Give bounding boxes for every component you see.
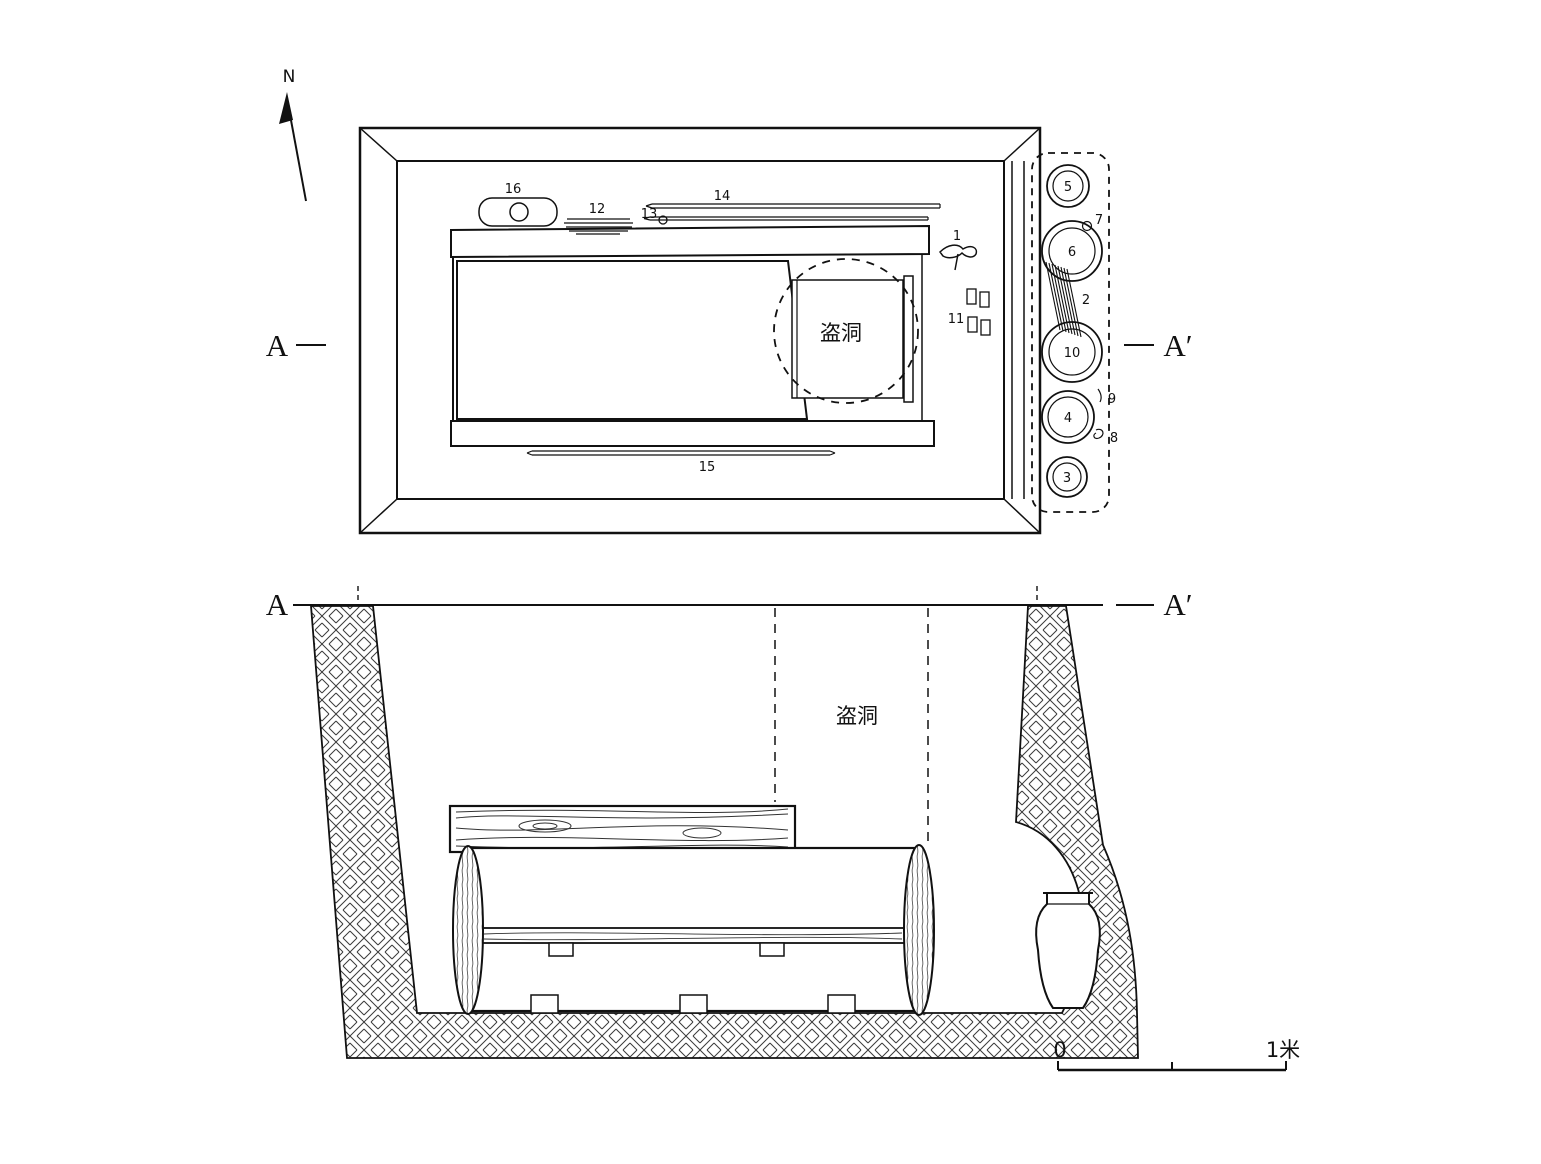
vessel-4: 4 xyxy=(1041,390,1095,444)
vessel-10: 10 xyxy=(1041,321,1103,383)
vessel-2-label: 2 xyxy=(1082,293,1090,308)
vessel-3: 3 xyxy=(1046,456,1088,498)
plan-artifacts: 16 12 13 14 xyxy=(478,182,991,475)
pit-corner-chamfers xyxy=(359,127,1041,534)
artifact-1-label: 1 xyxy=(953,229,961,244)
scale-zero-label: 0 xyxy=(1053,1038,1066,1062)
vessel-5: 5 xyxy=(1046,164,1090,208)
artifact-11-plaques: 11 xyxy=(948,288,991,336)
vessel-8: 8 xyxy=(1093,428,1118,446)
scale-bar: 0 1米 xyxy=(1053,1038,1300,1072)
section-robber-hole-label: 盗洞 xyxy=(836,704,878,728)
section-view: A A′ 盗洞 xyxy=(266,586,1300,1072)
vessel-7-label: 7 xyxy=(1095,213,1103,228)
chamber-roof-plank xyxy=(448,804,797,854)
artifact-15-rod: 15 xyxy=(526,450,836,475)
coffin-end-cap-left xyxy=(452,845,484,1015)
vessel-niche: 5 7 6 2 10 xyxy=(1031,152,1118,513)
north-arrow: N xyxy=(279,67,307,202)
coffin-cleat-left xyxy=(548,942,574,957)
chamber-top-beam xyxy=(450,224,930,259)
plan-view: 盗洞 16 12 13 xyxy=(266,126,1193,535)
coffin-divider-board xyxy=(479,927,907,944)
plan-section-line: A A′ xyxy=(266,328,1193,363)
artifact-14-rod: 14 xyxy=(645,189,941,209)
section-coffin xyxy=(452,844,935,1016)
artifact-16-box: 16 xyxy=(478,182,558,227)
section-label-left: A xyxy=(266,587,289,622)
coffin-foot-1 xyxy=(530,994,559,1014)
vessel-2-bundle: 2 xyxy=(1045,261,1090,338)
coffin-foot-2 xyxy=(679,994,708,1014)
vessel-4-label: 4 xyxy=(1064,411,1072,426)
robber-hole-circle xyxy=(773,258,919,404)
artifact-11-label: 11 xyxy=(948,312,965,327)
coffin-foot-3 xyxy=(827,994,856,1014)
artifact-rod-second xyxy=(643,216,929,221)
niche-dashed-outline xyxy=(1031,152,1110,513)
disturbed-coffin-end xyxy=(791,279,904,399)
vessel-9: 9 xyxy=(1097,388,1116,407)
north-arrow-head xyxy=(279,92,293,124)
vessel-7: 7 xyxy=(1081,213,1103,232)
pit-outer-outline xyxy=(358,126,1042,535)
vessel-10-label: 10 xyxy=(1064,346,1081,361)
artifact-13-ring: 13 xyxy=(641,207,668,225)
artifact-12-comb: 12 xyxy=(564,202,633,235)
scale-meter-label: 1米 xyxy=(1266,1038,1300,1062)
chamber-bottom-beam xyxy=(450,420,935,447)
coffin-end-board xyxy=(903,275,914,403)
plan-section-label-right: A′ xyxy=(1163,328,1192,363)
section-robber-hole: 盗洞 xyxy=(774,608,929,843)
vessel-5-label: 5 xyxy=(1064,180,1072,195)
artifact-1-ornament: 1 xyxy=(939,229,978,271)
artifact-14-label: 14 xyxy=(714,189,731,204)
coffin-cleat-right xyxy=(759,942,785,957)
plan-robber-hole: 盗洞 xyxy=(773,258,919,404)
niche-pot xyxy=(1035,892,1101,1009)
plan-section-label-left: A xyxy=(266,328,289,363)
artifact-16-label: 16 xyxy=(505,182,522,197)
vessel-3-label: 3 xyxy=(1063,471,1071,486)
artifact-12-label: 12 xyxy=(589,202,606,217)
vessel-6-label: 6 xyxy=(1068,245,1076,260)
pit-inner-outline xyxy=(396,160,1005,500)
burial-chamber xyxy=(450,224,935,447)
coffin-end-cap-right xyxy=(903,844,935,1016)
coffin-outline xyxy=(456,260,809,420)
vessel-8-label: 8 xyxy=(1110,431,1118,446)
section-label-right: A′ xyxy=(1163,587,1192,622)
artifact-15-label: 15 xyxy=(699,460,716,475)
pit-east-ledge-lines xyxy=(1011,161,1025,499)
vessel-9-label: 9 xyxy=(1108,392,1116,407)
plan-robber-hole-label: 盗洞 xyxy=(820,321,862,345)
vessel-6: 6 xyxy=(1041,220,1103,282)
north-label: N xyxy=(283,67,296,87)
